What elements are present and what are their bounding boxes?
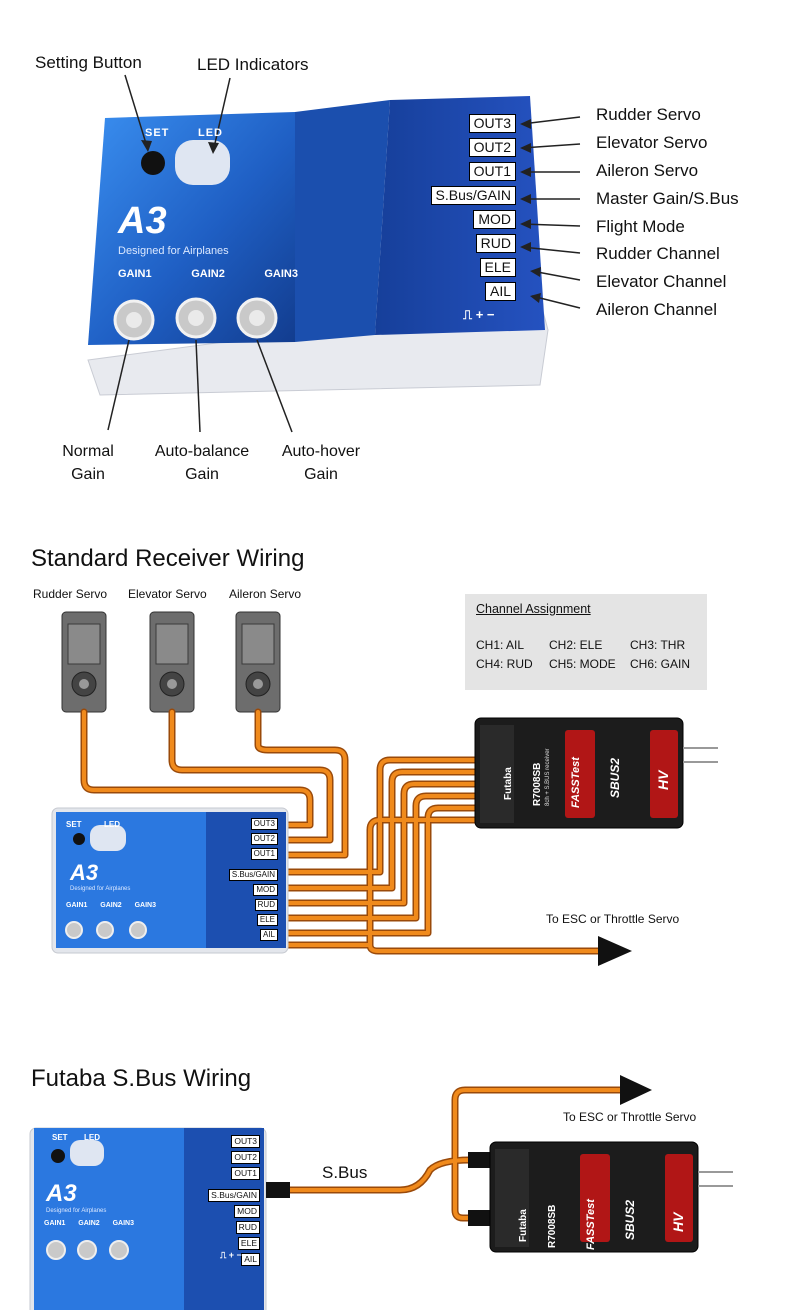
- small-tagline: Designed for Airplanes: [70, 886, 131, 892]
- rx-hv: HV: [655, 770, 671, 790]
- sbus-brand: A3: [46, 1180, 77, 1207]
- standard-wiring-diagram: [51, 611, 718, 966]
- top-gain3: GAIN3: [264, 268, 298, 280]
- sbus-esc-label: To ESC or Throttle Servo: [563, 1110, 697, 1124]
- top-set-label: SET: [145, 127, 170, 139]
- sbus-connector-rx-bottom: [468, 1210, 490, 1226]
- sbus-wire-label: S.Bus: [322, 1163, 368, 1182]
- sbus-rx-brand: Futaba: [518, 1209, 529, 1242]
- device-face-fold: [295, 100, 390, 342]
- setting-button-icon: [141, 151, 165, 175]
- rx-sbus2: SBUS2: [608, 757, 622, 798]
- top-brand: A3: [118, 200, 167, 242]
- top-port-sbus-gain: S.Bus/GAIN: [430, 186, 516, 205]
- rx-sub: 8ch + S.BUS receiver: [545, 748, 551, 806]
- receiver-standard: [474, 717, 718, 829]
- callout-elevator-servo: Elevator Servo: [596, 133, 708, 152]
- sbus-rx-fasst: FASSTest: [585, 1199, 597, 1250]
- callout-aileron-servo: Aileron Servo: [596, 161, 699, 180]
- top-leader-lines: [107, 74, 581, 433]
- sbus-wiring-title: Futaba S.Bus Wiring: [31, 1065, 252, 1092]
- label-normal-gain: Normal Gain: [62, 443, 114, 483]
- sbus-polarity: ⎍ + −: [220, 1250, 242, 1260]
- standard-wiring-title: Standard Receiver Wiring: [31, 545, 305, 572]
- servo-label-rudder: Rudder Servo: [33, 587, 108, 601]
- top-port-out1: OUT1: [468, 162, 516, 181]
- receiver-sbus: [489, 1141, 733, 1253]
- standard-wires: [80, 708, 604, 955]
- top-gain2: GAIN2: [191, 268, 225, 280]
- small-set-label: SET: [66, 820, 82, 829]
- sbus-arrow-to-esc-icon: [620, 1075, 652, 1105]
- channel-assignment-title: Channel Assignment: [476, 602, 591, 616]
- sbus-led-label: LED: [84, 1133, 100, 1142]
- label-auto-balance-gain: Auto-balance Gain: [154, 443, 250, 483]
- top-port-rud: RUD: [475, 234, 516, 253]
- standard-esc-label: To ESC or Throttle Servo: [546, 912, 680, 926]
- top-port-list: OUT3 OUT2 OUT1 S.Bus/GAIN MOD RUD ELE AI…: [398, 114, 516, 301]
- callout-master-gain: Master Gain/S.Bus: [596, 189, 739, 208]
- callout-aileron-channel: Aileron Channel: [596, 300, 717, 319]
- sbus-set-label: SET: [52, 1133, 68, 1142]
- small-gain-labels: GAIN1 GAIN2 GAIN3: [66, 902, 156, 909]
- sbus-rx-sbus2: SBUS2: [623, 1199, 637, 1240]
- top-gain-labels: GAIN1 GAIN2 GAIN3: [118, 268, 298, 280]
- sbus-gain-labels: GAIN1 GAIN2 GAIN3: [44, 1220, 134, 1227]
- rx-model: R7008SB: [532, 762, 543, 806]
- servo-label-aileron: Aileron Servo: [229, 587, 302, 601]
- assign-ch2: CH2: ELE: [549, 638, 603, 652]
- arrow-to-esc-icon: [598, 936, 632, 966]
- sbus-connector-rx-top: [468, 1152, 490, 1168]
- top-port-out3: OUT3: [468, 114, 516, 133]
- rx-fasst: FASSTest: [570, 757, 582, 808]
- assign-ch5: CH5: MODE: [549, 657, 616, 671]
- top-polarity: ⎍ + −: [463, 307, 495, 322]
- sbus-connector-left: [266, 1182, 290, 1198]
- servo-icon: [149, 611, 195, 713]
- a3-device-small: [51, 807, 289, 954]
- small-port-list: OUT3 OUT2 OUT1 S.Bus/GAIN MOD RUD ELE AI…: [210, 818, 278, 941]
- top-port-out2: OUT2: [468, 138, 516, 157]
- assign-ch4: CH4: RUD: [476, 657, 533, 671]
- top-port-mod: MOD: [473, 210, 516, 229]
- top-port-ele: ELE: [479, 258, 516, 277]
- assign-ch6: CH6: GAIN: [630, 657, 691, 671]
- rx-brand: Futaba: [503, 767, 514, 800]
- small-brand: A3: [70, 860, 99, 885]
- servo-icon: [235, 611, 281, 713]
- led-window: [175, 140, 230, 185]
- callout-flight-mode: Flight Mode: [596, 217, 685, 236]
- callout-led-indicators: LED Indicators: [197, 55, 309, 74]
- device-face-left: [88, 112, 295, 345]
- channel-assignment-box: Channel Assignment CH1: AIL CH2: ELE CH3…: [465, 594, 707, 690]
- small-led-label: LED: [104, 820, 120, 829]
- callout-elevator-channel: Elevator Channel: [596, 272, 727, 291]
- top-gain1: GAIN1: [118, 268, 152, 280]
- a3-device-sbus: [29, 1127, 267, 1310]
- servo-icon: [61, 611, 107, 713]
- assign-ch1: CH1: AIL: [476, 638, 525, 652]
- sbus-rx-hv: HV: [670, 1212, 686, 1232]
- sbus-rx-model: R7008SB: [547, 1204, 558, 1248]
- assign-ch3: CH3: THR: [630, 638, 686, 652]
- servo-label-elevator: Elevator Servo: [128, 587, 207, 601]
- sbus-wiring-diagram: [29, 1075, 733, 1310]
- top-port-ail: AIL: [484, 282, 516, 301]
- gain-pots: [113, 297, 278, 341]
- callout-rudder-channel: Rudder Channel: [596, 244, 720, 263]
- callout-rudder-servo: Rudder Servo: [596, 105, 701, 124]
- label-auto-hover-gain: Auto-hover Gain: [281, 443, 361, 483]
- callout-setting-button: Setting Button: [35, 53, 142, 72]
- sbus-wires: [286, 1086, 626, 1222]
- top-led-label: LED: [198, 127, 223, 139]
- sbus-port-list: OUT3 OUT2 OUT1 S.Bus/GAIN MOD RUD ELE AI…: [188, 1135, 260, 1266]
- sbus-tagline: Designed for Airplanes: [46, 1208, 107, 1214]
- top-tagline: Designed for Airplanes: [118, 245, 229, 257]
